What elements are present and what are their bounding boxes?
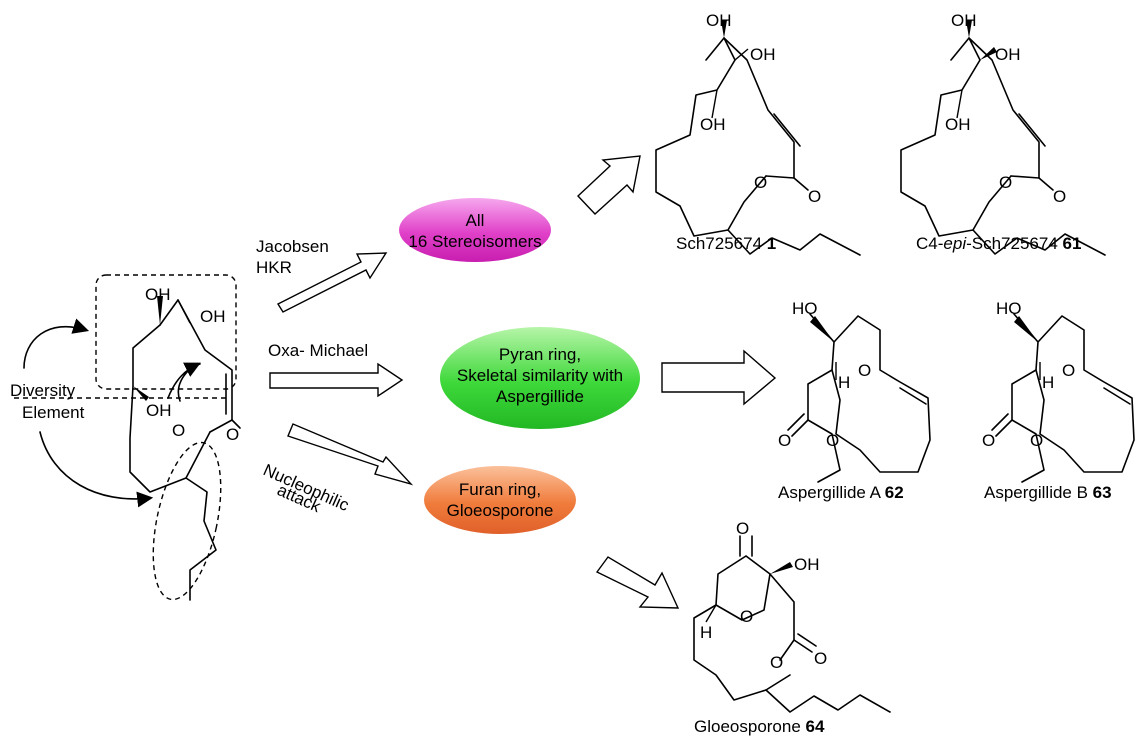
p61-oh-ring: OH xyxy=(945,115,971,134)
product-c4-epi-sch725674: OH OH OH O O xyxy=(900,11,1106,256)
p62-h: H xyxy=(838,373,850,392)
product-aspergillide-a: HO H O O O xyxy=(778,299,931,483)
p64-ester-o: O xyxy=(770,653,783,672)
p1-carbonyl-o: O xyxy=(808,187,821,206)
diversity-box-diol xyxy=(95,274,237,390)
start-oh-1: OH xyxy=(145,285,171,304)
product-62-name: Aspergillide A 62 xyxy=(778,483,904,502)
p1-oh-ring: OH xyxy=(700,115,726,134)
p61-oh-top: OH xyxy=(951,11,977,30)
outcome-pyran-line2: Skeletal similarity with xyxy=(457,366,623,385)
p64-oh: OH xyxy=(794,555,820,574)
furan-to-gloeosporone-arrow xyxy=(595,556,680,609)
product-sch725674: OH OH OH O O xyxy=(655,11,861,256)
starting-material: OH OH OH O O Diversity Element xyxy=(10,274,241,601)
product-1-name: Sch725674 1 xyxy=(676,234,776,253)
p64-h: H xyxy=(700,623,712,642)
hkr-label-line1: Jacobsen xyxy=(256,237,329,256)
start-oh-2: OH xyxy=(200,307,226,326)
product-aspergillide-b: HO H O O O xyxy=(982,299,1135,483)
diversity-label-line2: Element xyxy=(22,403,85,422)
stereoisomers-to-products-arrow xyxy=(577,155,641,215)
p63-ho: HO xyxy=(996,299,1022,318)
outcome-ellipse-furan xyxy=(424,466,576,534)
nucleophilic-open-arrow xyxy=(287,423,414,486)
outcome-furan-line2: Gloeosporone xyxy=(447,501,554,520)
outcome-pyran-line3: Aspergillide xyxy=(496,387,584,406)
p62-carbonyl-o: O xyxy=(778,431,791,450)
outcome-pyran-line1: Pyran ring, xyxy=(499,345,581,364)
outcome-ellipse-pyran xyxy=(440,327,640,429)
outcome-ellipse-stereoisomers xyxy=(399,198,551,262)
p63-h: H xyxy=(1042,373,1054,392)
oxa-michael-open-arrow xyxy=(269,362,404,398)
start-carbonyl-o: O xyxy=(226,425,239,444)
p1-ester-o: O xyxy=(754,173,767,192)
product-64-name: Gloeosporone 64 xyxy=(694,717,825,736)
p63-ester-o: O xyxy=(1030,431,1043,450)
p63-carbonyl-o: O xyxy=(982,431,995,450)
hkr-label-line2: HKR xyxy=(256,258,292,277)
diversity-arrow-top xyxy=(23,318,90,369)
product-gloeosporone: O OH O H O O xyxy=(693,519,891,713)
p64-ring-o: O xyxy=(740,607,753,626)
diversity-arrow-bottom xyxy=(39,431,154,508)
product-63-name: Aspergillide B 63 xyxy=(984,483,1112,502)
p61-carbonyl-o: O xyxy=(1053,187,1066,206)
outcome-stereoisomers-line1: All xyxy=(466,211,485,230)
p62-ho: HO xyxy=(792,299,818,318)
p63-ring-o: O xyxy=(1062,361,1075,380)
route-oxa-michael: Oxa- Michael Pyran ring, Skeletal simila… xyxy=(268,327,777,429)
p1-oh-right: OH xyxy=(750,45,776,64)
hkr-open-arrow xyxy=(277,252,388,313)
p1-oh-top: OH xyxy=(706,11,732,30)
p64-carbonyl-o: O xyxy=(814,649,827,668)
outcome-furan-line1: Furan ring, xyxy=(459,480,541,499)
pyran-to-aspergillide-arrow xyxy=(661,349,777,406)
p62-ring-o: O xyxy=(858,361,871,380)
oxa-michael-label: Oxa- Michael xyxy=(268,341,368,360)
diversity-ellipse-chain xyxy=(152,441,222,601)
p61-ester-o: O xyxy=(999,173,1012,192)
product-61-name: C4-epi-Sch725674 61 xyxy=(916,234,1081,253)
p62-ester-o: O xyxy=(826,431,839,450)
start-ester-o: O xyxy=(172,421,185,440)
outcome-stereoisomers-line2: 16 Stereoisomers xyxy=(408,232,541,251)
route-nucleophilic: Nucleophilic attack Furan ring, Gloeospo… xyxy=(260,423,680,609)
route-hkr: Jacobsen HKR All 16 Stereoisomers xyxy=(256,198,551,313)
p64-ketone-o: O xyxy=(736,519,749,538)
diversity-label-line1: Diversity xyxy=(10,381,76,400)
p61-oh-right: OH xyxy=(995,45,1021,64)
start-oh-3: OH xyxy=(146,401,172,420)
